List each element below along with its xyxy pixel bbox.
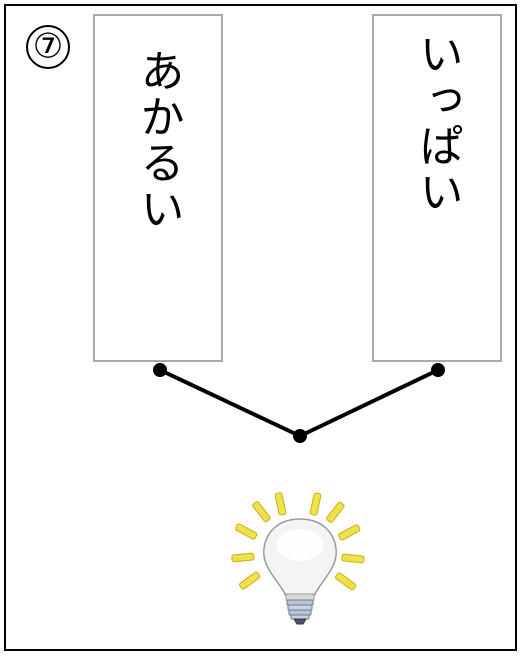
bulb-rays xyxy=(231,492,365,591)
right-card-text: いっぱい xyxy=(412,31,463,215)
connector-dot-right[interactable] xyxy=(431,363,445,377)
junction-connector xyxy=(153,363,445,443)
bulb-glow xyxy=(276,529,324,561)
right-card: いっぱい xyxy=(372,14,502,362)
left-card-text: あかるい xyxy=(133,48,184,232)
bulb-base xyxy=(286,599,314,625)
light-bulb-icon xyxy=(231,492,365,625)
right-card-box xyxy=(372,14,502,362)
left-card: あかるい xyxy=(93,14,223,362)
number-badge-label: ⑦ xyxy=(33,27,63,67)
connector-line-right xyxy=(299,368,439,438)
number-badge-circle xyxy=(26,25,70,69)
connector-dot-center[interactable] xyxy=(293,429,307,443)
connector-dot-left[interactable] xyxy=(153,363,167,377)
connector-line-left xyxy=(159,368,301,438)
bulb-neck xyxy=(285,593,315,601)
number-badge: ⑦ xyxy=(26,25,70,69)
left-card-box xyxy=(93,14,223,362)
